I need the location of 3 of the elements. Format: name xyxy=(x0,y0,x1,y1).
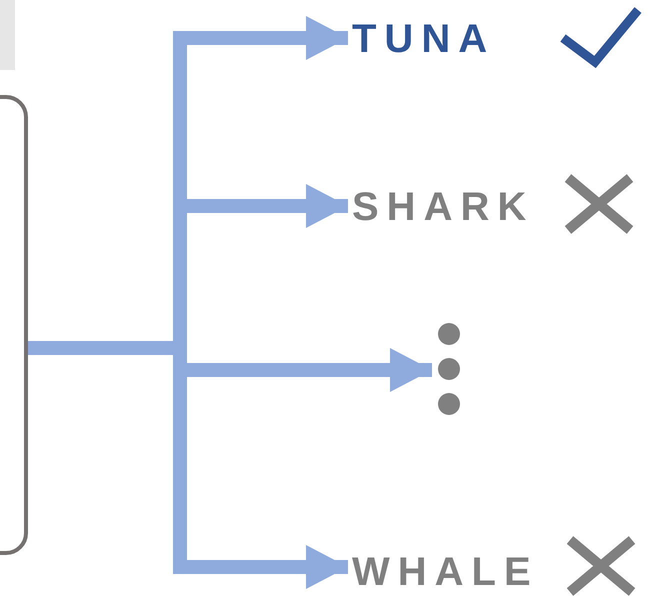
option-label: WHALE xyxy=(352,552,539,592)
option-label: TUNA xyxy=(352,19,496,59)
option-label: SHARK xyxy=(352,187,534,227)
